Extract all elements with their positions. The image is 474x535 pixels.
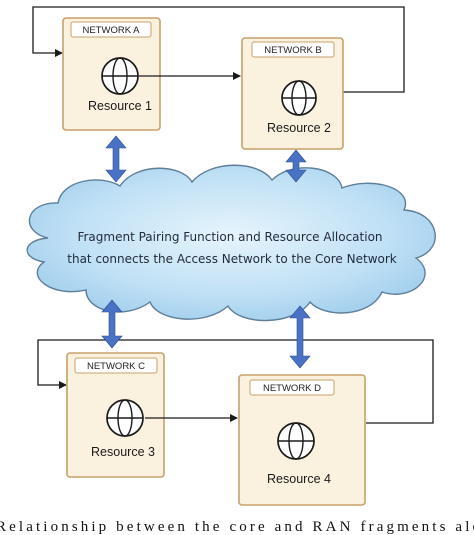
network-d-resource-label: Resource 4 [267,472,331,486]
orchestration-cloud: Fragment Pairing Function and Resource A… [26,164,436,322]
network-b-node: NETWORK B Resource 2 [241,37,344,150]
network-d-globe-icon [277,422,315,460]
network-d-node: NETWORK D Resource 4 [238,374,366,506]
network-d-tag-label: NETWORK D [263,383,321,394]
network-a-tag-label: NETWORK A [82,25,140,36]
network-a-resource-label: Resource 1 [88,99,152,113]
network-a-node: NETWORK A Resource 1 [62,17,161,131]
loop-arrow-b-to-a [32,6,405,93]
cloud-text-line-1: Fragment Pairing Function and Resource A… [77,230,382,244]
network-b-tag-label: NETWORK B [264,45,322,56]
network-c-tag [74,357,158,374]
loop-arrow-d-to-c [37,339,434,424]
network-c-tag-label: NETWORK C [87,361,145,372]
connector-arrow-network-b [285,149,307,183]
network-b-globe-icon [281,80,317,116]
network-c-globe-icon [106,399,144,437]
connector-arrow-network-a [105,135,127,183]
network-c-node: NETWORK C Resource 3 [66,352,165,478]
cloud-text-line-2: that connects the Access Network to the … [67,252,397,266]
network-b-tag [251,41,335,58]
network-b-resource-label: Resource 2 [267,121,331,135]
network-a-tag [70,21,152,38]
connector-arrow-network-d [289,305,311,369]
network-d-tag [249,379,335,396]
connector-arrow-network-c [101,299,123,349]
network-a-globe-icon [101,57,139,95]
network-c-resource-label: Resource 3 [91,445,155,459]
figure-caption: Relationship between the core and RAN fr… [0,519,474,535]
